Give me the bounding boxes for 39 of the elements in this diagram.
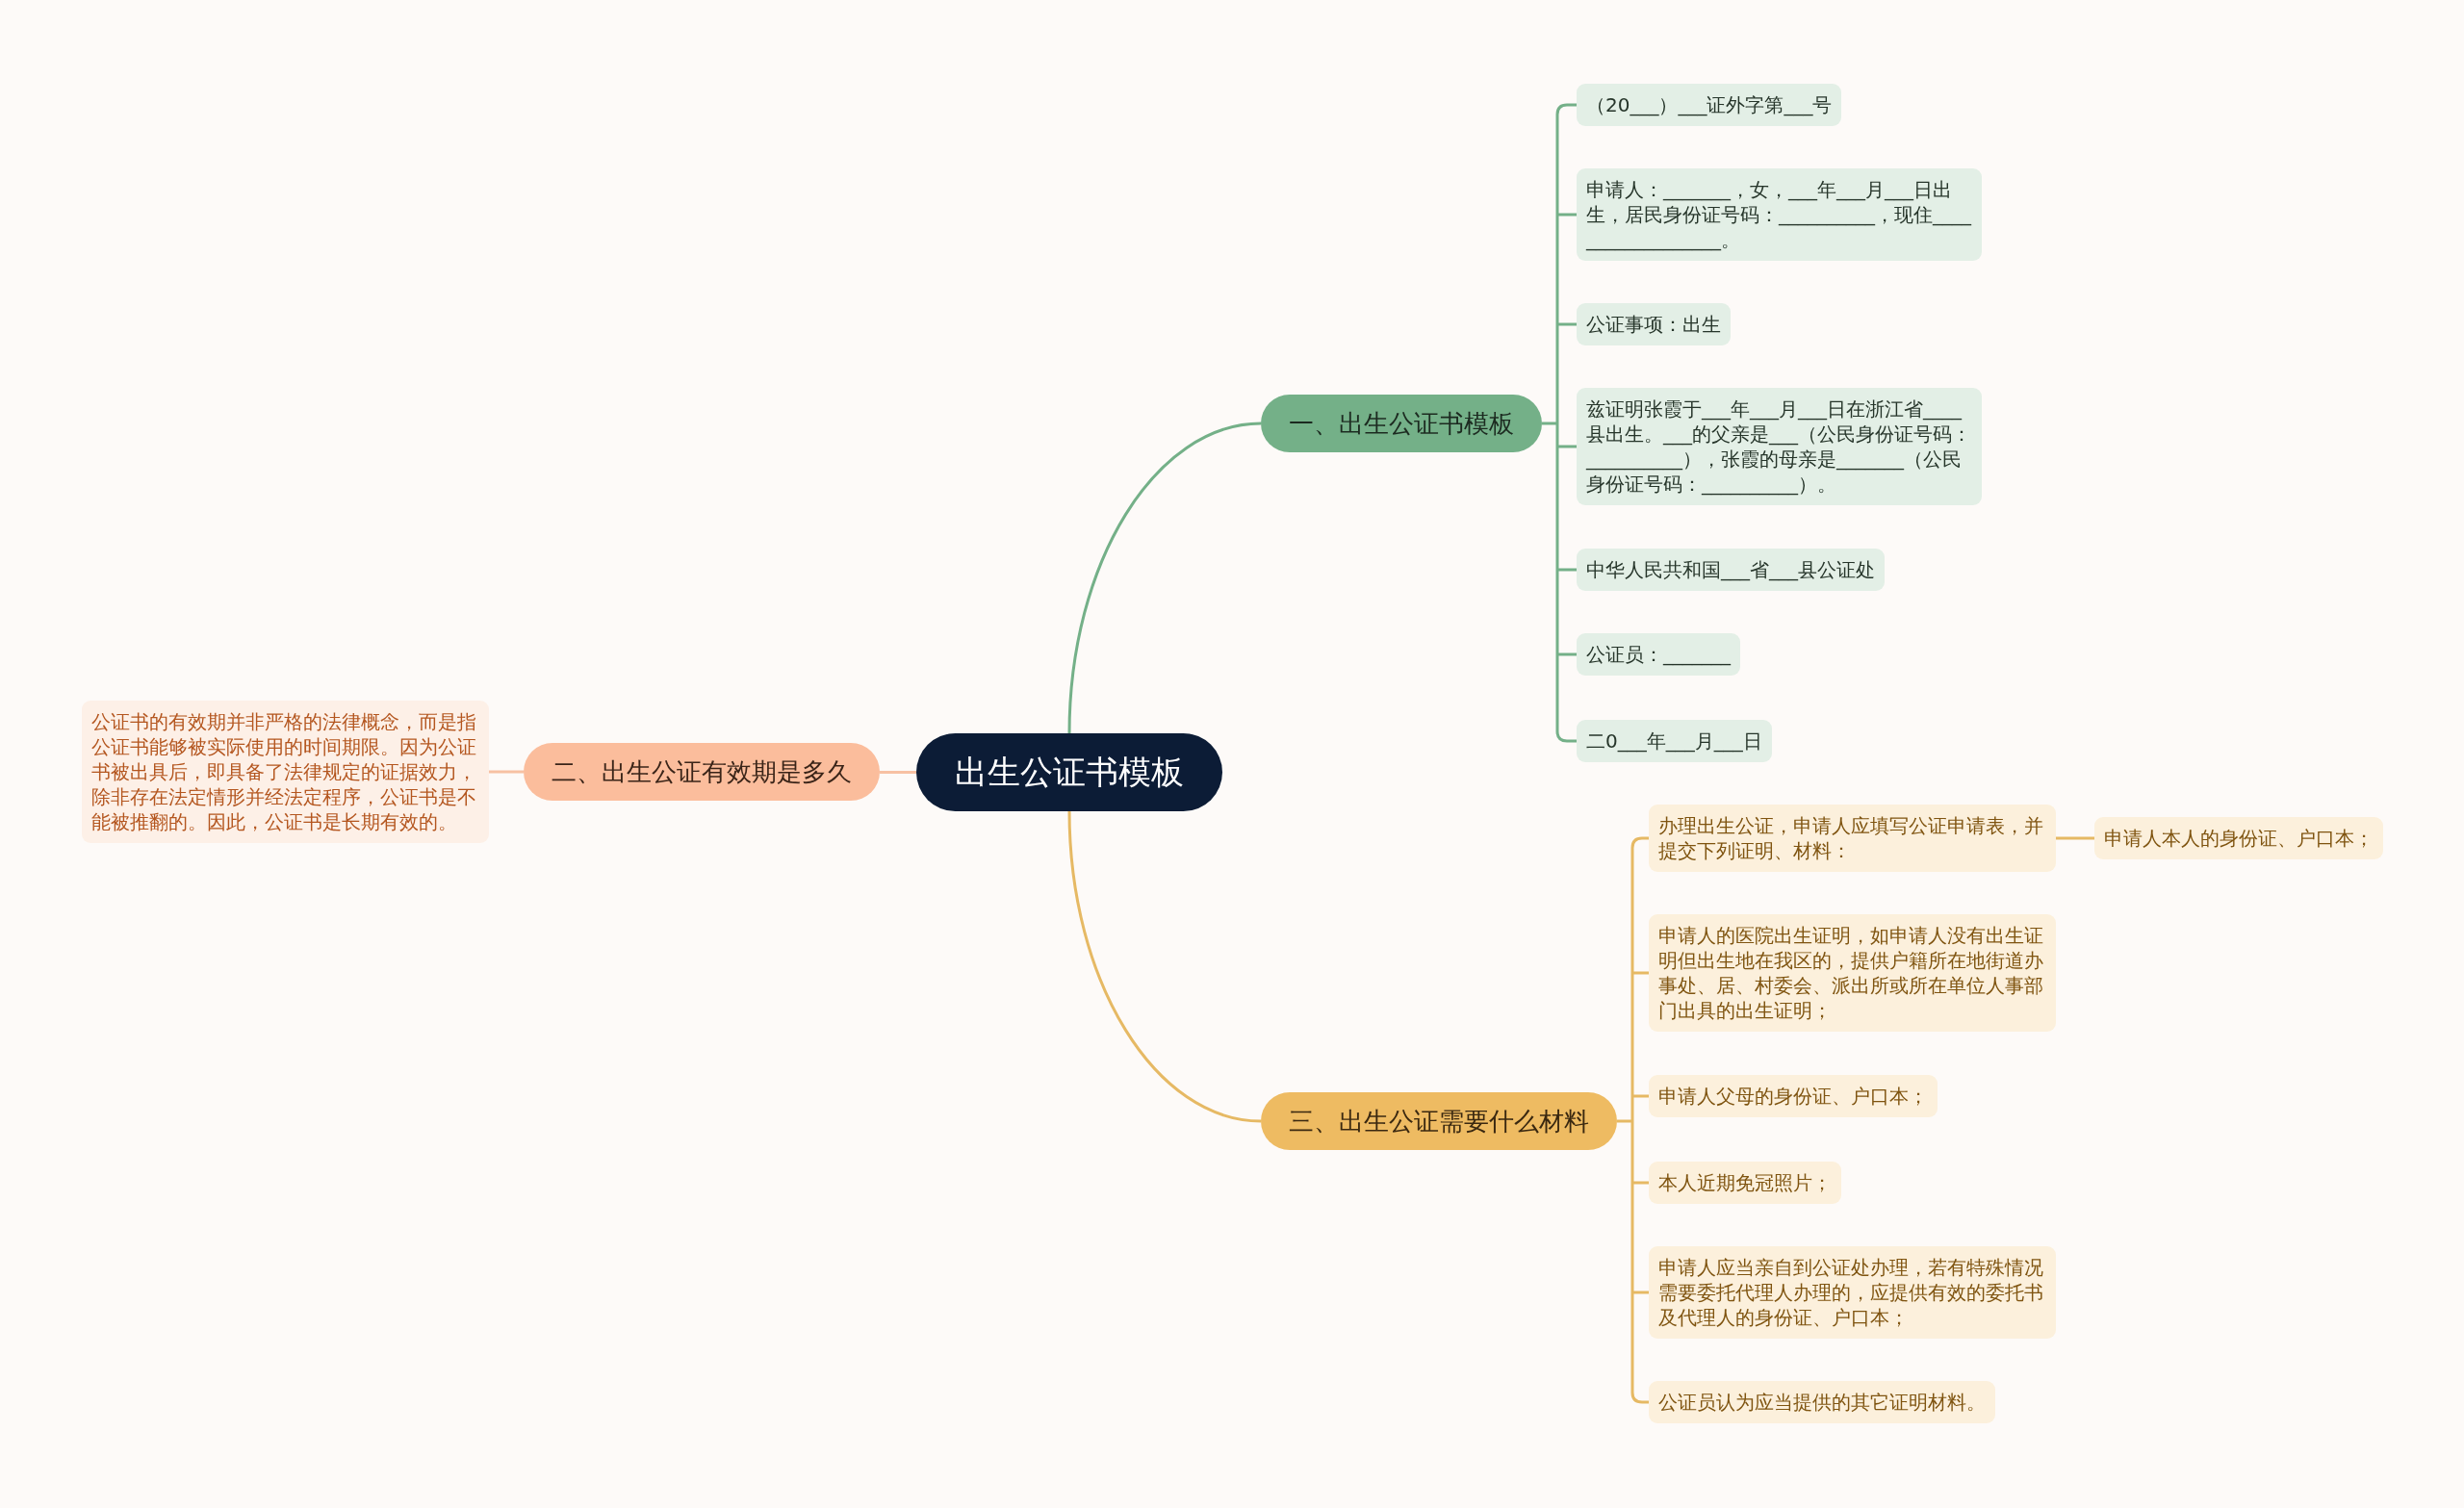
connector-line	[1557, 213, 1577, 217]
connector-line	[1540, 113, 1559, 733]
connector-line	[1557, 568, 1577, 572]
subtopic: 中华人民共和国___省___县公证处	[1577, 549, 1885, 591]
subtopic: 公证事项：出生	[1577, 303, 1731, 345]
subtopic: 申请人的医院出生证明，如申请人没有出生证明但出生地在我区的，提供户籍所在地街道办事处、居、村委会、派出所或所在单位人事部门出具的出生证明；	[1649, 914, 2056, 1032]
connector-line	[1632, 1094, 1649, 1098]
branch-topic: 一、出生公证书模板	[1261, 395, 1542, 452]
branch-topic: 三、出生公证需要什么材料	[1261, 1092, 1617, 1150]
connector-line	[1557, 652, 1577, 656]
subtopic: 办理出生公证，申请人应填写公证申请表，并提交下列证明、材料：	[1649, 805, 2056, 872]
subtopic: 二0___年___月___日	[1577, 720, 1772, 762]
subtopic: 申请人：_______，女，___年___月___日出生，居民身份证号码：__________，现住__________________。	[1577, 168, 1982, 261]
connector-line	[1632, 1291, 1649, 1294]
subtopic: 公证员：_______	[1577, 633, 1740, 676]
subtopic: 公证员认为应当提供的其它证明材料。	[1649, 1381, 1995, 1423]
connector-line	[1555, 730, 1577, 743]
connector-line	[1630, 1392, 1649, 1404]
connector-line	[1557, 445, 1577, 448]
subtopic: 申请人本人的身份证、户口本；	[2094, 817, 2383, 859]
connector-line	[1555, 103, 1577, 115]
connector-line	[1067, 422, 1262, 734]
subtopic: 申请人父母的身份证、户口本；	[1649, 1075, 1938, 1117]
connector-line	[1630, 836, 1649, 849]
connector-line	[1067, 810, 1262, 1123]
connector-line	[1632, 971, 1649, 975]
note-card: 公证书的有效期并非严格的法律概念，而是指公证书能够被实际使用的时间期限。因为公证书被出具后，即具备了法律规定的证据效力，除非存在法定情形并经法定程序，公证书是不能被推翻的。因此，公证书是长期有效的。	[82, 701, 489, 843]
connector-line	[2056, 836, 2094, 840]
subtopic: 兹证明张霞于___年___月___日在浙江省____县出生。___的父亲是___（公民身份证号码：__________），张霞的母亲是_______（公民身份证号码：__________）。	[1577, 388, 1982, 505]
connector-line	[1557, 322, 1577, 326]
subtopic: 本人近期免冠照片；	[1649, 1162, 1841, 1204]
branch-topic: 二、出生公证有效期是多久	[524, 743, 880, 801]
subtopic: （20___）___证外字第___号	[1577, 84, 1842, 126]
connector-line	[1615, 846, 1634, 1394]
connector-line	[489, 770, 524, 774]
connector-line	[1632, 1181, 1649, 1185]
central-topic: 出生公证书模板	[916, 733, 1222, 811]
connector-line	[880, 771, 916, 774]
subtopic: 申请人应当亲自到公证处办理，若有特殊情况需要委托代理人办理的，应提供有效的委托书及代理人的身份证、户口本；	[1649, 1246, 2056, 1339]
